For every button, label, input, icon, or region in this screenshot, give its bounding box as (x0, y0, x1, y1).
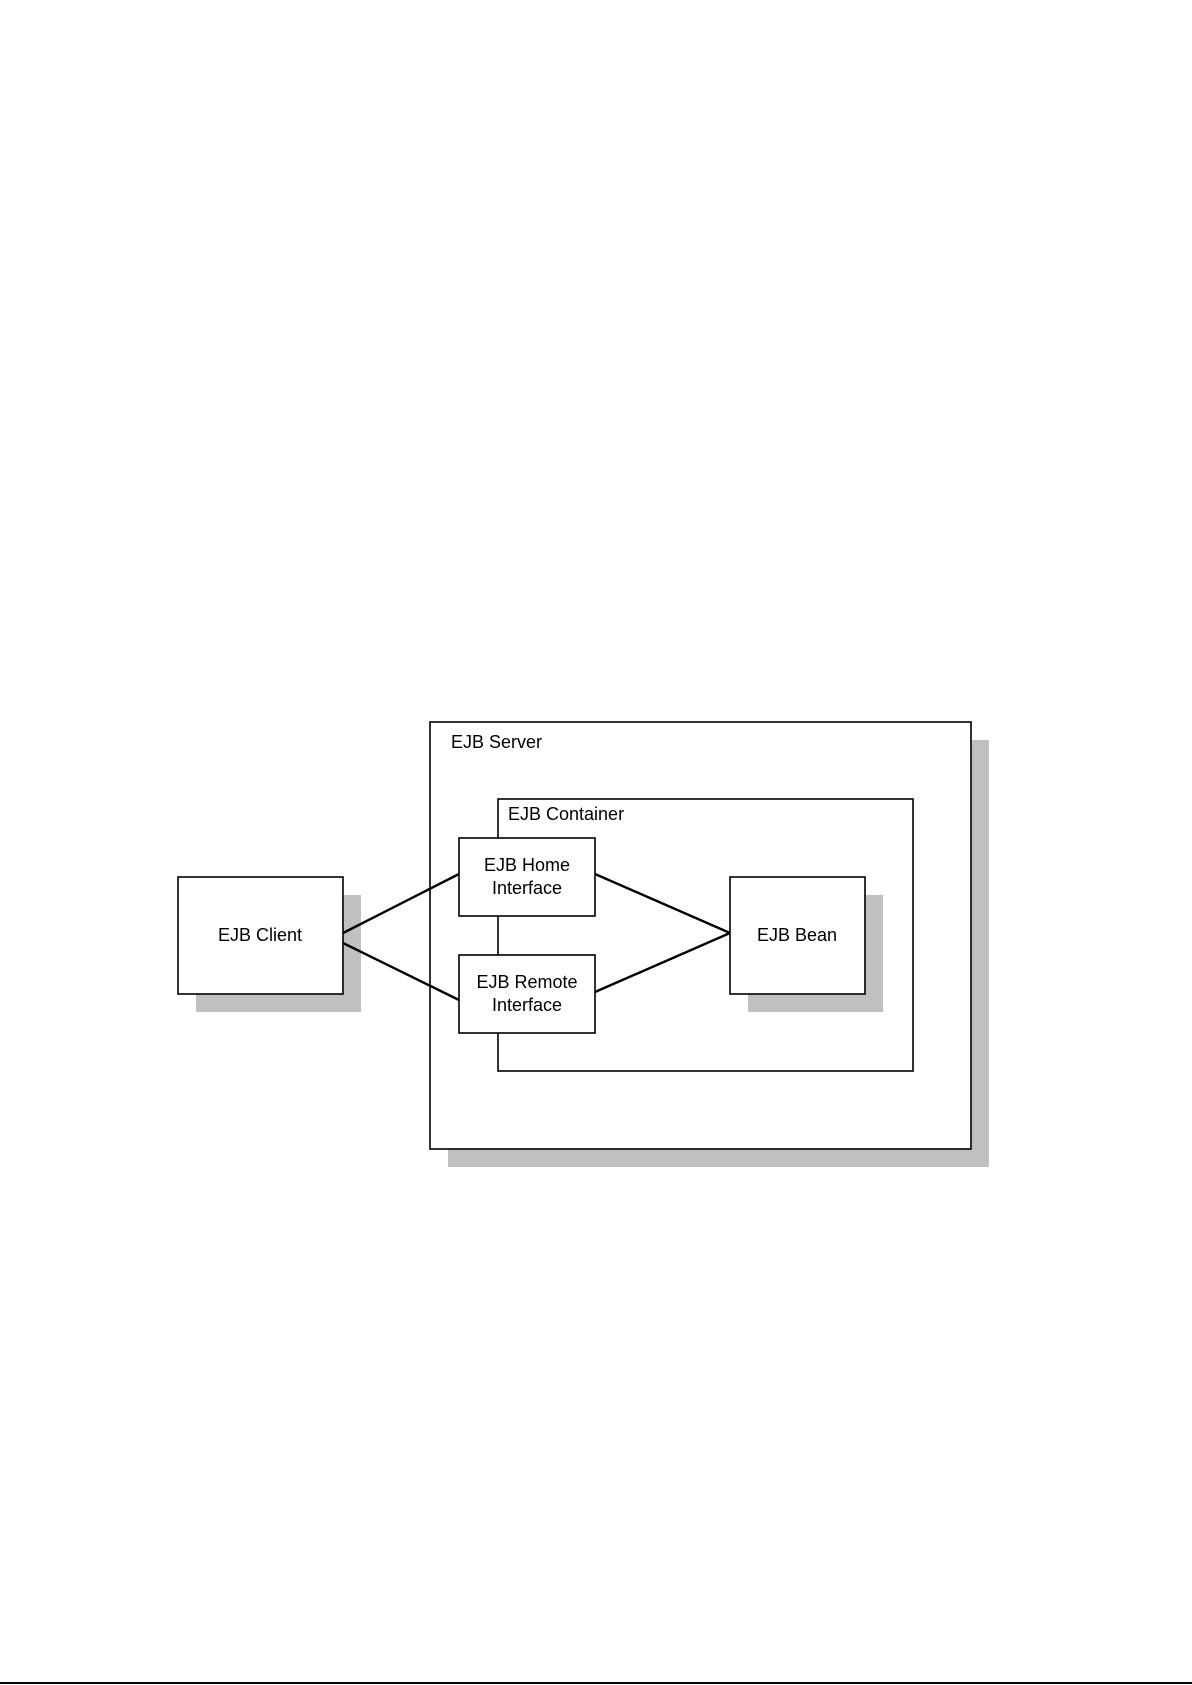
ejb-home-interface-box (459, 838, 595, 916)
ejb-home-interface-node: EJB Home Interface (459, 838, 595, 916)
ejb-remote-interface-node: EJB Remote Interface (459, 955, 595, 1033)
ejb-bean-label: EJB Bean (757, 925, 837, 945)
ejb-remote-interface-label-line1: EJB Remote (476, 972, 577, 992)
ejb-server-label: EJB Server (451, 732, 542, 752)
ejb-remote-interface-label-line2: Interface (492, 995, 562, 1015)
ejb-client-label: EJB Client (218, 925, 302, 945)
ejb-home-interface-label-line2: Interface (492, 878, 562, 898)
ejb-home-interface-label-line1: EJB Home (484, 855, 570, 875)
ejb-container-label: EJB Container (508, 804, 624, 824)
ejb-bean-node: EJB Bean (730, 877, 883, 1012)
ejb-client-node: EJB Client (178, 877, 361, 1012)
ejb-remote-interface-box (459, 955, 595, 1033)
